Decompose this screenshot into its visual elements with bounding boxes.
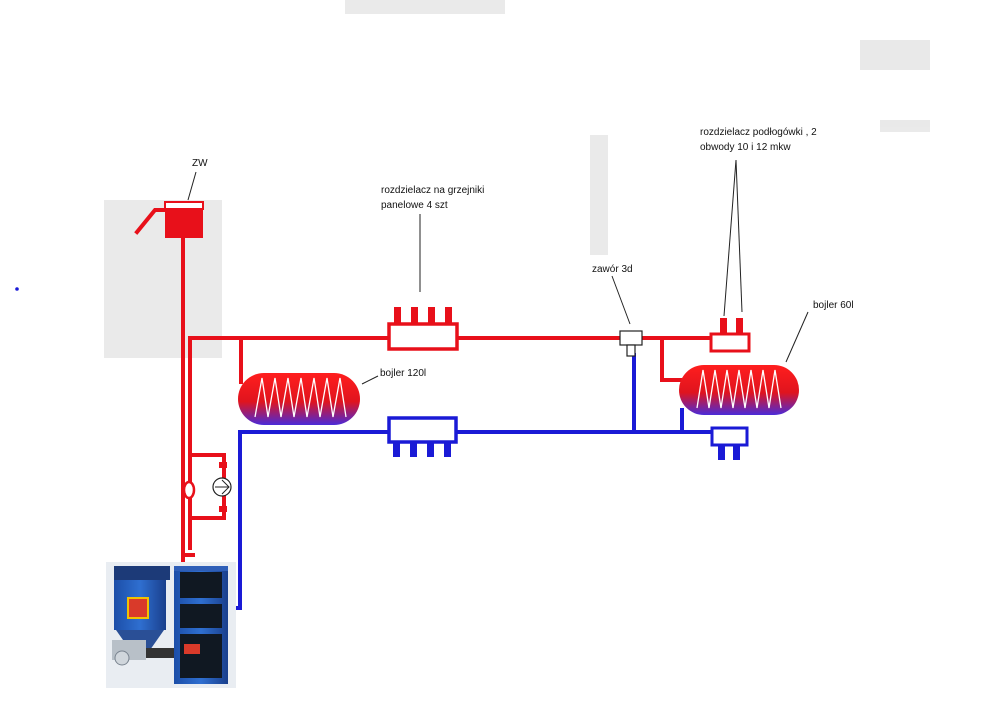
open-expansion-tank-icon [164, 201, 204, 238]
boiler-60-tank [679, 365, 799, 415]
check-valve-icon [182, 462, 227, 512]
three-way-valve-icon [619, 330, 643, 357]
zw-label: ZW [192, 158, 208, 169]
solid-fuel-boiler-icon [106, 562, 236, 688]
leader-lines [187, 159, 809, 385]
radiator-manifold-return [387, 416, 458, 457]
stray-dot [15, 287, 19, 291]
floor-manifold-return [710, 426, 749, 460]
coil [696, 369, 782, 409]
return-pipes [226, 353, 714, 610]
coil [254, 377, 347, 418]
radiator-manifold-label-line1: rozdzielacz na grzejniki [381, 185, 485, 196]
boiler-120-tank [238, 373, 360, 425]
radiator-manifold-label-line2: panelowe 4 szt [381, 200, 448, 211]
floor-manifold-label-line2: obwody 10 i 12 mkw [700, 142, 791, 153]
valve-3d-label: zawór 3d [592, 264, 633, 275]
boiler-120-label: bojler 120l [380, 368, 427, 379]
radiator-manifold-label: rozdzielacz na grzejniki panelowe 4 szt [381, 183, 521, 213]
radiator-manifold-supply [387, 307, 459, 351]
circulation-pump-icon [212, 477, 232, 497]
floor-manifold-label-line1: rozdzielacz podłogówki , 2 [700, 127, 817, 138]
floor-manifold-label: rozdzielacz podłogówki , 2 obwody 10 i 1… [700, 125, 850, 155]
background-artifacts [104, 0, 930, 358]
boiler-60-label: bojler 60l [813, 300, 854, 311]
floor-manifold-supply [709, 318, 751, 353]
